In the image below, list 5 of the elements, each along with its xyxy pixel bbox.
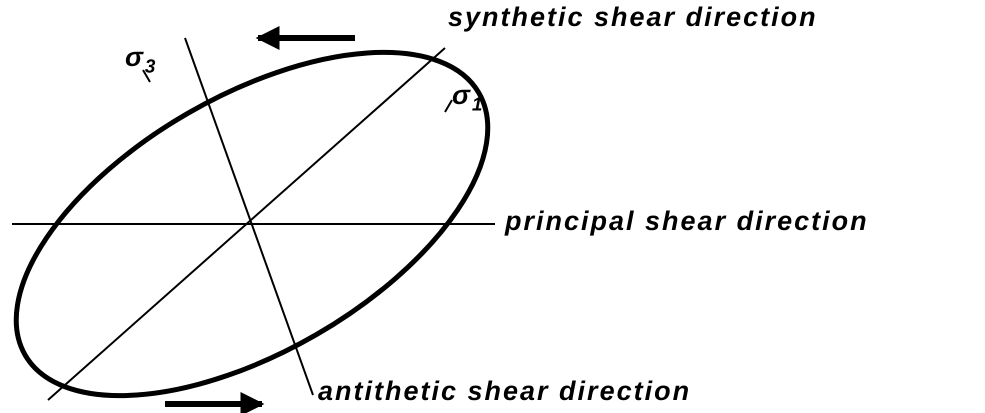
stress-axis-label: σ$_{3}$ — [125, 44, 158, 78]
direction-label: synthetic shear direction — [448, 4, 818, 31]
direction-label: principal shear direction — [505, 208, 869, 235]
stress-axis-label: σ$_{1}$ — [452, 82, 484, 116]
direction-label: antithetic shear direction — [318, 378, 692, 405]
